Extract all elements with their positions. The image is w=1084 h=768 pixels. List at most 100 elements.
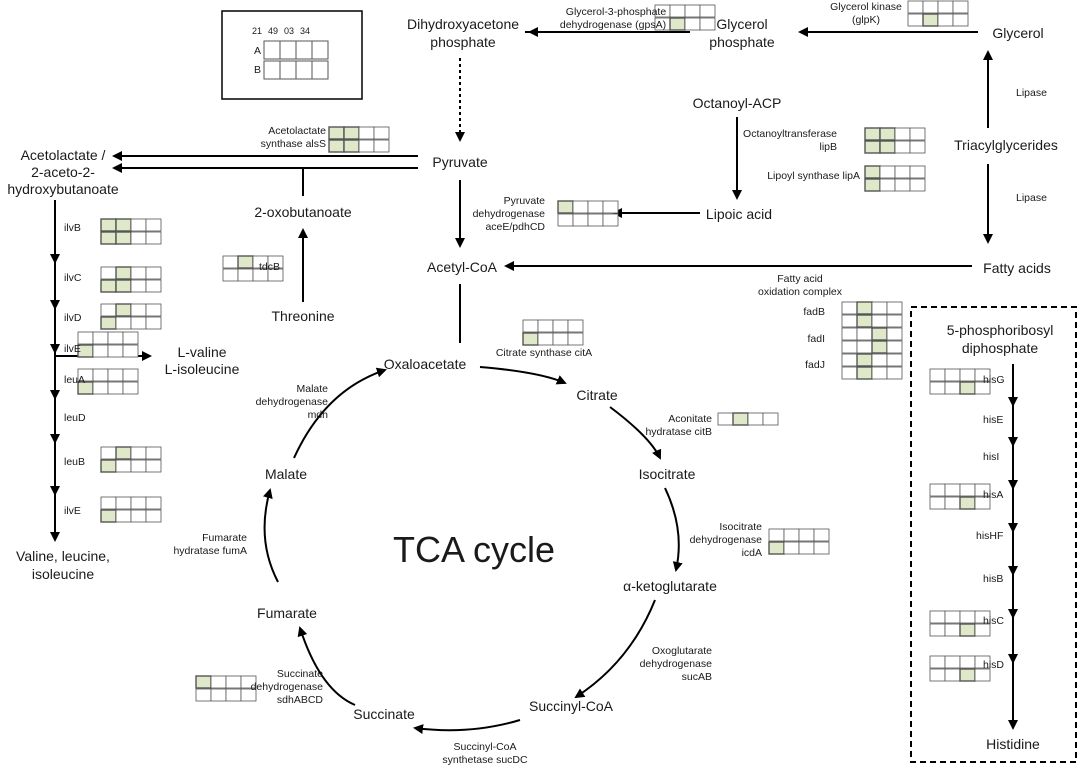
sucDC-line-2: synthetase sucDC [442, 754, 528, 766]
glpK-line-1: Glycerol kinase [830, 1, 902, 13]
prpp-line-1: 5-phosphoribosyl [946, 322, 1054, 338]
tdcB-expression-cell [222, 255, 239, 269]
ilvE1-expression-cell [107, 331, 124, 345]
sdh-expression-cell [210, 675, 227, 689]
ilvE2-expression-cell [115, 509, 132, 523]
arc-mdh [293, 367, 387, 459]
ilvE1-expression-cell [122, 344, 139, 358]
fadI-expression-cell [886, 340, 903, 354]
ilvE2-expression-cell [130, 509, 147, 523]
lipoic-acid: Lipoic acid [705, 206, 773, 222]
ilvE2-expression-cell [115, 496, 132, 510]
mdh-line-2: dehydrogenase [255, 396, 328, 408]
hisA-expression-cell [944, 483, 961, 497]
citB-expression-cell [747, 412, 764, 426]
fadI-expression-cell [871, 340, 888, 354]
fadI-expression-cell [856, 327, 873, 341]
arc-sucDC [413, 719, 521, 734]
lipB-line-2: lipB [819, 141, 837, 153]
sdh-expression-cell [195, 675, 212, 689]
pdh-expression-cell [557, 200, 574, 214]
lipB-expression-cell [879, 140, 896, 154]
acetyl-coa: Acetyl-CoA [426, 259, 498, 275]
ilvD-expression-cell [130, 303, 147, 317]
alsS-line-1: Acetolactate [268, 125, 326, 137]
icdA-expression-cell [768, 541, 785, 555]
lipA-expression-cell [864, 178, 881, 192]
ilvB-expression-cell [100, 231, 117, 245]
leuB-expression-cell [115, 446, 132, 460]
sucDC-line-1: Succinyl-CoA [453, 741, 517, 753]
glycerol-phosphate-line-2: phosphate [709, 34, 775, 50]
hisA-expression-cell [929, 496, 946, 510]
hisD-expression-cell [944, 668, 961, 682]
ilvE2-expression-cell [145, 509, 162, 523]
fadJ-expression-cell [886, 353, 903, 367]
lipA-expression-cell [894, 165, 911, 179]
tdcB-expression-cell [267, 268, 284, 282]
his-label-1: hisG [983, 374, 1005, 386]
sdh-line-3: sdhABCD [276, 694, 323, 706]
gpsA-expression-cell [684, 17, 701, 31]
citA-expression-cell [537, 319, 554, 333]
alpha-ketoglutarate: α-ketoglutarate [623, 578, 717, 594]
ilvB-expression-cell [115, 218, 132, 232]
ilvE2-expression-cell [130, 496, 147, 510]
legend-cell [263, 40, 281, 60]
ilv-label-4: ilvE [64, 343, 81, 355]
ilvC-expression-cell [145, 266, 162, 280]
fadB-expression-cell [841, 314, 858, 328]
legend-box [221, 10, 363, 100]
leuA-expression-cell [122, 381, 139, 395]
ilvE1-expression-cell [92, 331, 109, 345]
leuA-expression-cell [92, 368, 109, 382]
lipA-expression-cell [879, 165, 896, 179]
sdh-expression-cell [210, 688, 227, 702]
fadJ-expression-cell [871, 366, 888, 380]
alsS-expression-cell [343, 126, 360, 140]
lipA-label: Lipoyl synthase lipA [767, 170, 860, 182]
ilvD-expression-cell [115, 316, 132, 330]
pdh-expression-cell [557, 213, 574, 227]
ilvC-expression-cell [100, 266, 117, 280]
tdcB-expression-cell [237, 268, 254, 282]
ilvE1-expression-cell [122, 331, 139, 345]
icdA-expression-cell [813, 528, 830, 542]
fadJ-expression-cell [886, 366, 903, 380]
fadB-label: fadB [803, 306, 825, 318]
hisC-expression-cell [974, 623, 991, 637]
ilv-label-7: leuB [64, 456, 86, 468]
ilvD-expression-cell [145, 303, 162, 317]
tdcB-expression-cell [222, 268, 239, 282]
arc-citB [609, 406, 662, 460]
arc-sucAB [574, 599, 656, 699]
citrate: Citrate [576, 387, 618, 403]
acetolactate-line-2: 2-aceto-2- [31, 164, 95, 180]
hisG-expression-cell [944, 368, 961, 382]
alsS-expression-cell [328, 139, 345, 153]
acetolactate-line-3: hydroxybutanoate [7, 181, 119, 197]
hisA-expression-cell [959, 483, 976, 497]
ilvD-expression-cell [145, 316, 162, 330]
glpK-expression-cell [922, 13, 939, 27]
legend-cell [263, 60, 281, 80]
icdA-expression-cell [798, 541, 815, 555]
fadI-label: fadI [807, 333, 825, 345]
hisC-expression-cell [929, 610, 946, 624]
fumarate: Fumarate [257, 605, 317, 621]
ilvB-expression-cell [100, 218, 117, 232]
histidine: Histidine [986, 736, 1040, 752]
legend-cell [295, 60, 313, 80]
fadB-expression-cell [856, 314, 873, 328]
octanoyl-acp: Octanoyl-ACP [692, 95, 782, 111]
l-valine-line-1: L-valine [177, 344, 227, 360]
ilvE2-expression-cell [100, 496, 117, 510]
valine-line-2: isoleucine [31, 566, 95, 582]
hisA-expression-cell [974, 496, 991, 510]
lipA-expression-cell [894, 178, 911, 192]
hisD-expression-cell [959, 668, 976, 682]
arc-citA [479, 366, 567, 385]
prpp-line-2: diphosphate [961, 340, 1039, 356]
tdcB-expression-cell [267, 255, 284, 269]
dhap-line-2: phosphate [430, 34, 496, 50]
